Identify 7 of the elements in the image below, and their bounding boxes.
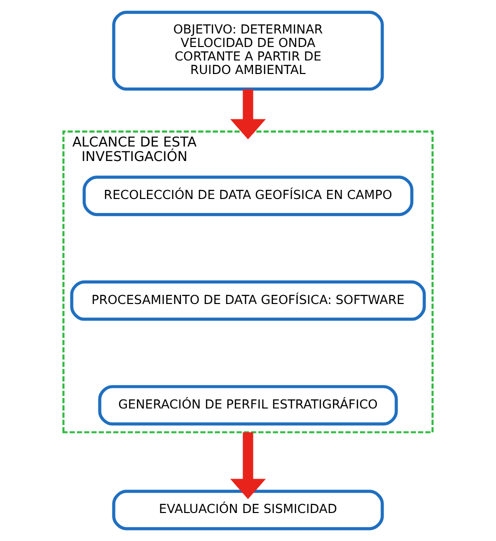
node-box: EVALUACIÓN DE SISMICIDAD [112,490,384,530]
node-box: PROCESAMIENTO DE DATA GEOFÍSICA: SOFTWARE [70,280,426,321]
arrow [230,432,266,500]
node-box: GENERACIÓN DE PERFIL ESTRATIGRÁFICO [98,385,398,426]
node-box: OBJETIVO: DETERMINAR VELOCIDAD DE ONDA CORTANTE A PARTIR DE RUIDO AMBIENTAL [112,10,384,91]
arrow [230,89,266,140]
node-box: RECOLECCIÓN DE DATA GEOFÍSICA EN CAMPO [82,176,414,216]
